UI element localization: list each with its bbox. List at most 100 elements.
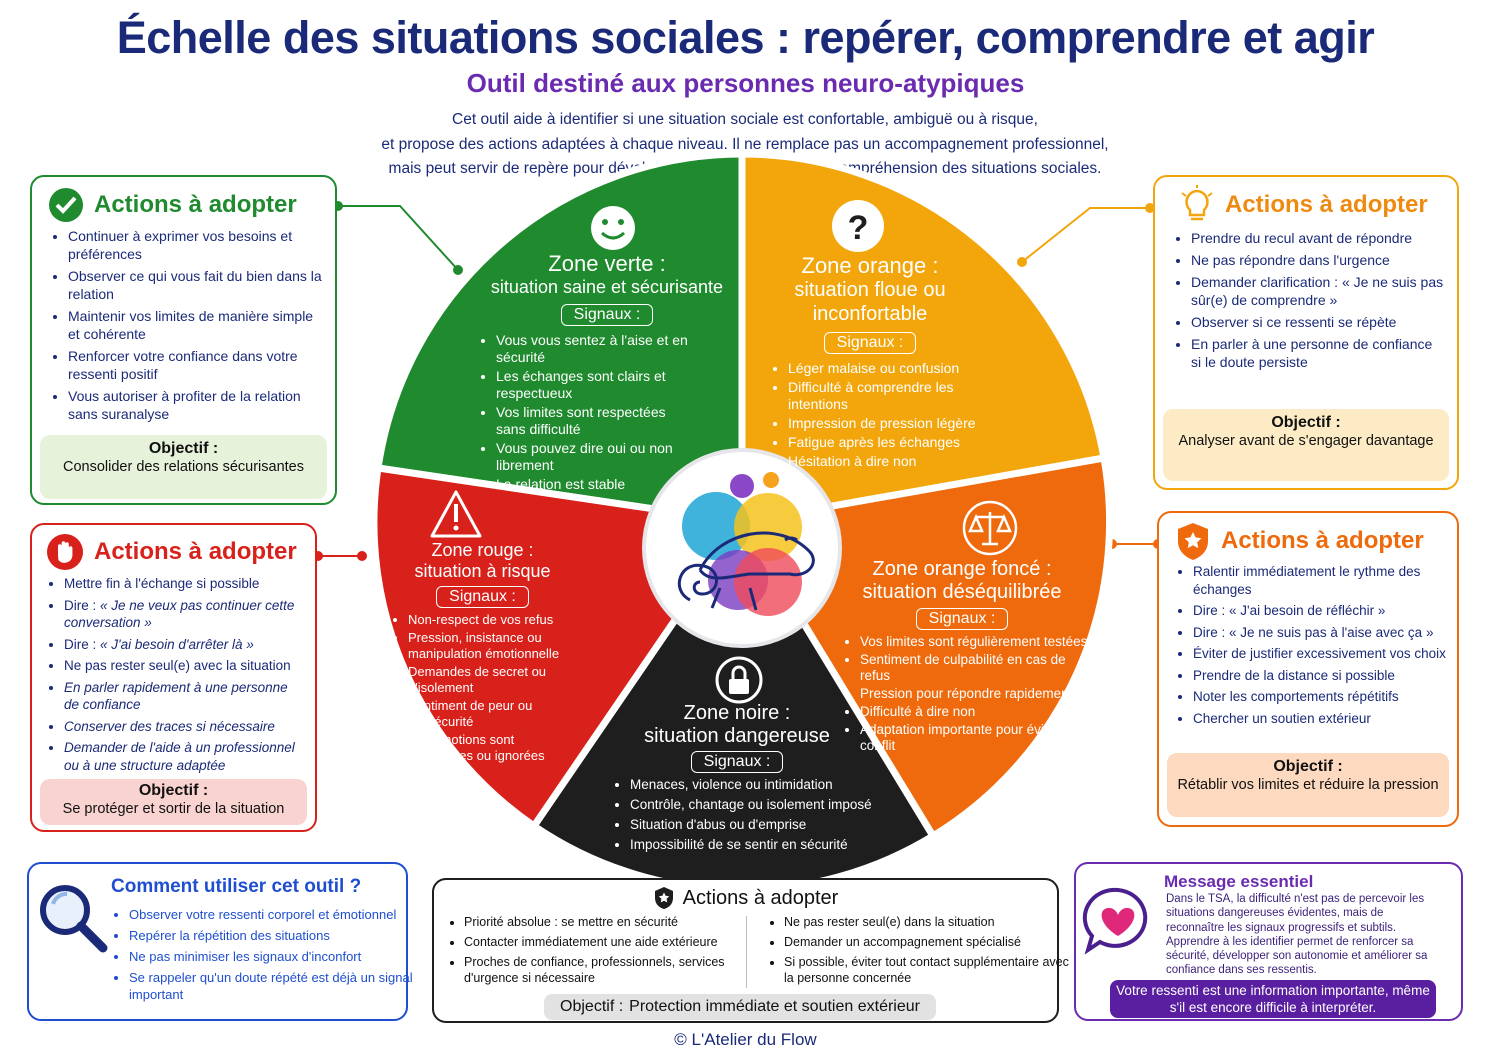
zone-black: Zone noire : situation dangereuse Signau…: [612, 702, 872, 856]
objective-text: Rétablir vos limites et réduire la press…: [1177, 777, 1439, 793]
zone-subtitle: situation floue ou inconfortable: [794, 279, 946, 325]
action-item: Contacter immédiatement une aide extérie…: [464, 934, 754, 950]
card-title: Comment utiliser cet outil ?: [111, 876, 362, 897]
howto-item: Observer votre ressenti corporel et émot…: [129, 906, 429, 923]
objective-text: Se protéger et sortir de la situation: [62, 801, 285, 817]
action-item-quote: « J'ai besoin d'arrêter là »: [100, 636, 254, 652]
signal-item: Demandes de secret ou d'isolement: [408, 664, 578, 696]
action-item: Observer si ce ressenti se répète: [1191, 313, 1445, 331]
action-item: Dire : « J'ai besoin d'arrêter là »: [64, 636, 305, 654]
action-item: Dire : « Je ne veux pas continuer cette …: [64, 597, 305, 632]
action-item: Demander un accompagnement spécialisé: [784, 934, 1069, 950]
smiley-icon: [591, 206, 635, 250]
signal-item: Non-respect de vos refus: [408, 612, 578, 628]
action-item: En parler à une personne de confiance si…: [1191, 335, 1445, 371]
objective-label: Objectif :: [1273, 758, 1343, 775]
action-item: Ralentir immédiatement le rythme des éch…: [1193, 563, 1447, 598]
signals-label: Signaux :: [690, 751, 784, 773]
action-item: Si possible, éviter tout contact supplém…: [784, 954, 1069, 986]
signal-item: Difficulté à dire non: [860, 704, 1090, 720]
check-icon: [49, 188, 83, 222]
signals-label: Signaux :: [560, 304, 654, 326]
zone-segment-orange: [738, 150, 1109, 527]
action-item: Observer ce qui vous fait du bien dans l…: [68, 267, 325, 303]
action-item: Maintenir vos limites de manière simple …: [68, 307, 325, 343]
card-title: Actions à adopter: [1221, 527, 1424, 554]
action-item: Dire : « J'ai besoin de réfléchir »: [1193, 602, 1447, 620]
action-item: Noter les comportements répétitifs: [1193, 688, 1447, 706]
stop-hand-icon: [47, 534, 83, 570]
objective-box: Objectif : Protection immédiate et souti…: [544, 994, 936, 1020]
signal-item: Vos limites sont régulièrement testées: [860, 634, 1090, 650]
card-green-actions: Actions à adopter Continuer à exprimer v…: [30, 175, 337, 505]
objective-box: Objectif : Consolider des relations sécu…: [40, 435, 327, 499]
action-item: Dire : « Je ne suis pas à l'aise avec ça…: [1193, 624, 1447, 642]
howto-item: Ne pas minimiser les signaux d'inconfort: [129, 948, 429, 965]
action-item: Demander de l'aide à un professionnel ou…: [64, 739, 305, 774]
objective-label: Objectif :: [148, 440, 219, 457]
action-item: En parler rapidement à une personne de c…: [64, 679, 305, 714]
dire-prefix: Dire :: [64, 636, 101, 652]
objective-box: Objectif : Analyser avant de s'engager d…: [1163, 409, 1449, 481]
objective-box: Objectif : Se protéger et sortir de la s…: [40, 779, 307, 825]
card-title: Actions à adopter: [1225, 191, 1428, 218]
objective-text: Protection immédiate et soutien extérieu…: [629, 998, 920, 1015]
signal-item: Hésitation à dire non: [788, 453, 983, 470]
signal-item: Pression pour répondre rapidement: [860, 686, 1090, 702]
card-red-actions: Actions à adopter Mettre fin à l'échange…: [30, 523, 317, 832]
card-title: Actions à adopter: [682, 886, 839, 909]
card-orange-actions: Actions à adopter Prendre du recul avant…: [1153, 175, 1459, 490]
zone-segment-green: [374, 150, 746, 527]
shield-star-icon: [654, 887, 673, 909]
action-item: Priorité absolue : se mettre en sécurité: [464, 914, 754, 930]
shield-star-icon: [1178, 523, 1208, 560]
action-item: Continuer à exprimer vos besoins et préf…: [68, 227, 325, 263]
lightbulb-icon: [1181, 185, 1213, 221]
signal-item: Vous vous sentez à l'aise et en sécurité: [496, 332, 696, 366]
signal-item: Sentiment de culpabilité en cas de refus: [860, 652, 1090, 684]
card-howto: Comment utiliser cet outil ? Observer vo…: [27, 862, 413, 1021]
action-item: Ne pas répondre dans l'urgence: [1191, 251, 1445, 269]
question-icon: ?: [832, 200, 884, 252]
zone-orange: Zone orange : situation floue ou inconfo…: [770, 253, 976, 472]
signal-item: Impossibilité de se sentir en sécurité: [630, 836, 880, 854]
signal-item: Menaces, violence ou intimidation: [630, 776, 880, 794]
objective-text: Analyser avant de s'engager davantage: [1178, 433, 1434, 449]
signal-item: Difficulté à comprendre les intentions: [788, 379, 983, 413]
message-text: Dans le TSA, la difficulté n'est pas de …: [1166, 893, 1428, 977]
signal-item: Contrôle, chantage ou isolement imposé: [630, 796, 880, 814]
zone-subtitle: situation à risque: [414, 561, 551, 581]
signal-item: Sentiment de peur ou d'insécurité: [408, 698, 578, 730]
card-header: Actions à adopter: [434, 886, 1057, 910]
connector-green: [338, 205, 459, 271]
signal-item: Vous pouvez dire oui ou non librement: [496, 440, 696, 474]
objective-box: Objectif : Rétablir vos limites et rédui…: [1167, 753, 1449, 817]
action-item: Éviter de justifier excessivement vos ch…: [1193, 645, 1447, 663]
page-title: Échelle des situations sociales : repére…: [116, 12, 1375, 63]
action-item: Prendre de la distance si possible: [1193, 667, 1447, 685]
svg-text:?: ?: [848, 209, 869, 247]
signal-item: Vos limites sont respectées sans difficu…: [496, 404, 696, 438]
zone-subtitle: situation saine et sécurisante: [490, 277, 724, 297]
zone-title: Zone noire :: [683, 702, 791, 724]
page-subtitle: Outil destiné aux personnes neuro-atypiq…: [466, 68, 1025, 98]
zone-title: Zone verte :: [548, 251, 666, 276]
message-highlight: Votre ressenti est une information impor…: [1110, 980, 1436, 1018]
zone-subtitle: situation déséquilibrée: [862, 581, 1062, 603]
action-item: Ne pas rester seul(e) dans la situation: [784, 914, 1069, 930]
connector-orange: [1021, 207, 1150, 263]
action-item: Renforcer votre confiance dans votre res…: [68, 347, 325, 383]
signal-item: Léger malaise ou confusion: [788, 360, 983, 377]
zone-title: Zone orange :: [801, 253, 939, 278]
objective-label: Objectif :: [138, 782, 209, 799]
warning-icon: [430, 490, 482, 538]
column-divider: [746, 916, 747, 988]
action-item: Vous autoriser à profiter de la relation…: [68, 387, 325, 423]
zone-title: Zone rouge :: [431, 540, 534, 560]
signal-item: Situation d'abus ou d'emprise: [630, 816, 880, 834]
action-item: Proches de confiance, professionnels, se…: [464, 954, 754, 986]
action-item: Mettre fin à l'échange si possible: [64, 575, 305, 593]
zone-green: Zone verte : situation saine et sécurisa…: [478, 252, 736, 495]
signals-label: Signaux :: [436, 586, 529, 608]
action-item: Ne pas rester seul(e) avec la situation: [64, 657, 305, 675]
